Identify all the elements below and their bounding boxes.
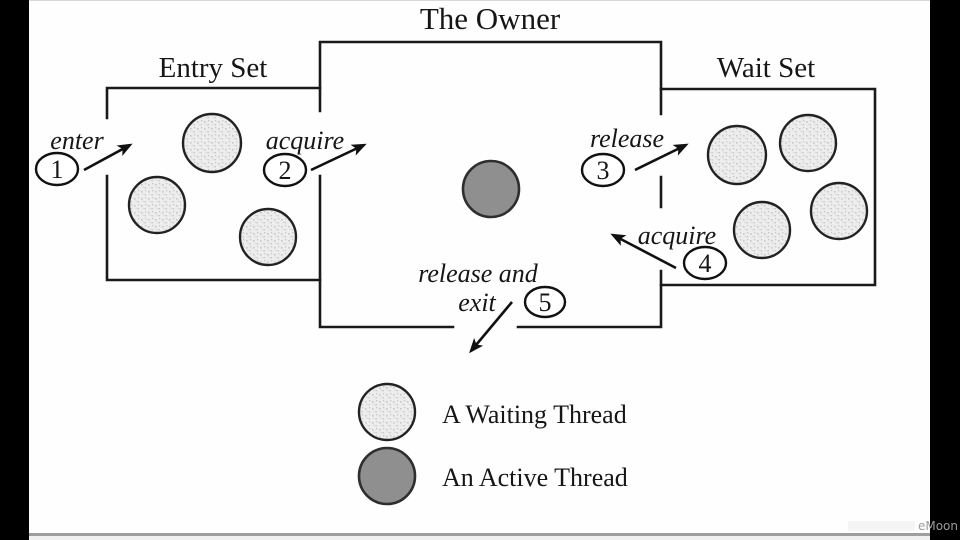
waiting-thread-circle xyxy=(778,113,838,173)
reacquire-arrow xyxy=(610,233,677,270)
badge-2-num: 2 xyxy=(279,156,292,185)
action-labels: enter acquire release acquire release an… xyxy=(50,124,716,317)
legend-waiting-label: A Waiting Thread xyxy=(442,400,627,429)
owner-title: The Owner xyxy=(420,1,561,36)
legend-active-label: An Active Thread xyxy=(442,463,628,492)
release-arrow xyxy=(634,143,689,172)
enter-arrow xyxy=(83,143,133,172)
badge-3 xyxy=(580,152,626,188)
legend: A Waiting Thread An Active Thread xyxy=(357,382,628,506)
badge-numbers: 1 2 3 4 5 xyxy=(51,155,712,317)
transition-badges xyxy=(34,151,728,319)
exit-arrow xyxy=(469,301,513,354)
transition-arrows xyxy=(83,143,689,354)
badge-1 xyxy=(34,151,80,187)
wait-set-threads xyxy=(706,113,869,260)
badge-3-num: 3 xyxy=(597,156,610,185)
waiting-thread-circle xyxy=(238,207,298,267)
badge-5 xyxy=(523,285,567,319)
top-hairline xyxy=(29,0,930,1)
release-and-exit-label-line2: exit xyxy=(458,288,496,317)
watermark-text: eMoon xyxy=(917,519,958,533)
badge-4 xyxy=(682,245,728,281)
waiting-thread-circle xyxy=(181,112,243,174)
watermark-faint-smear xyxy=(848,521,915,531)
wait-set-box xyxy=(659,87,877,287)
bottom-strip xyxy=(29,533,930,536)
reacquire-label: acquire xyxy=(638,221,716,250)
entry-set-label: Entry Set xyxy=(159,52,268,84)
waiting-thread-circle xyxy=(732,200,792,260)
waiting-thread-circle xyxy=(706,124,768,186)
legend-waiting-swatch xyxy=(357,382,417,442)
waiting-thread-circle xyxy=(127,175,187,235)
watermark: eMoon xyxy=(848,518,958,534)
acquire-arrow xyxy=(310,143,367,172)
badge-1-num: 1 xyxy=(51,155,64,184)
acquire-label: acquire xyxy=(266,126,344,155)
bottom-strip-light xyxy=(29,536,930,540)
active-thread-circle xyxy=(461,159,521,219)
entry-set-threads xyxy=(127,112,298,267)
wait-set-label: Wait Set xyxy=(717,52,815,84)
legend-active-swatch xyxy=(357,446,417,506)
enter-label: enter xyxy=(50,126,104,155)
badge-4-num: 4 xyxy=(699,249,712,278)
owner-box xyxy=(318,40,663,329)
release-and-exit-label-line1: release and xyxy=(418,259,539,288)
badge-2 xyxy=(262,152,308,188)
badge-5-num: 5 xyxy=(539,288,552,317)
waiting-thread-circle xyxy=(809,181,869,241)
entry-set-box xyxy=(105,86,322,282)
release-label: release xyxy=(590,124,664,153)
